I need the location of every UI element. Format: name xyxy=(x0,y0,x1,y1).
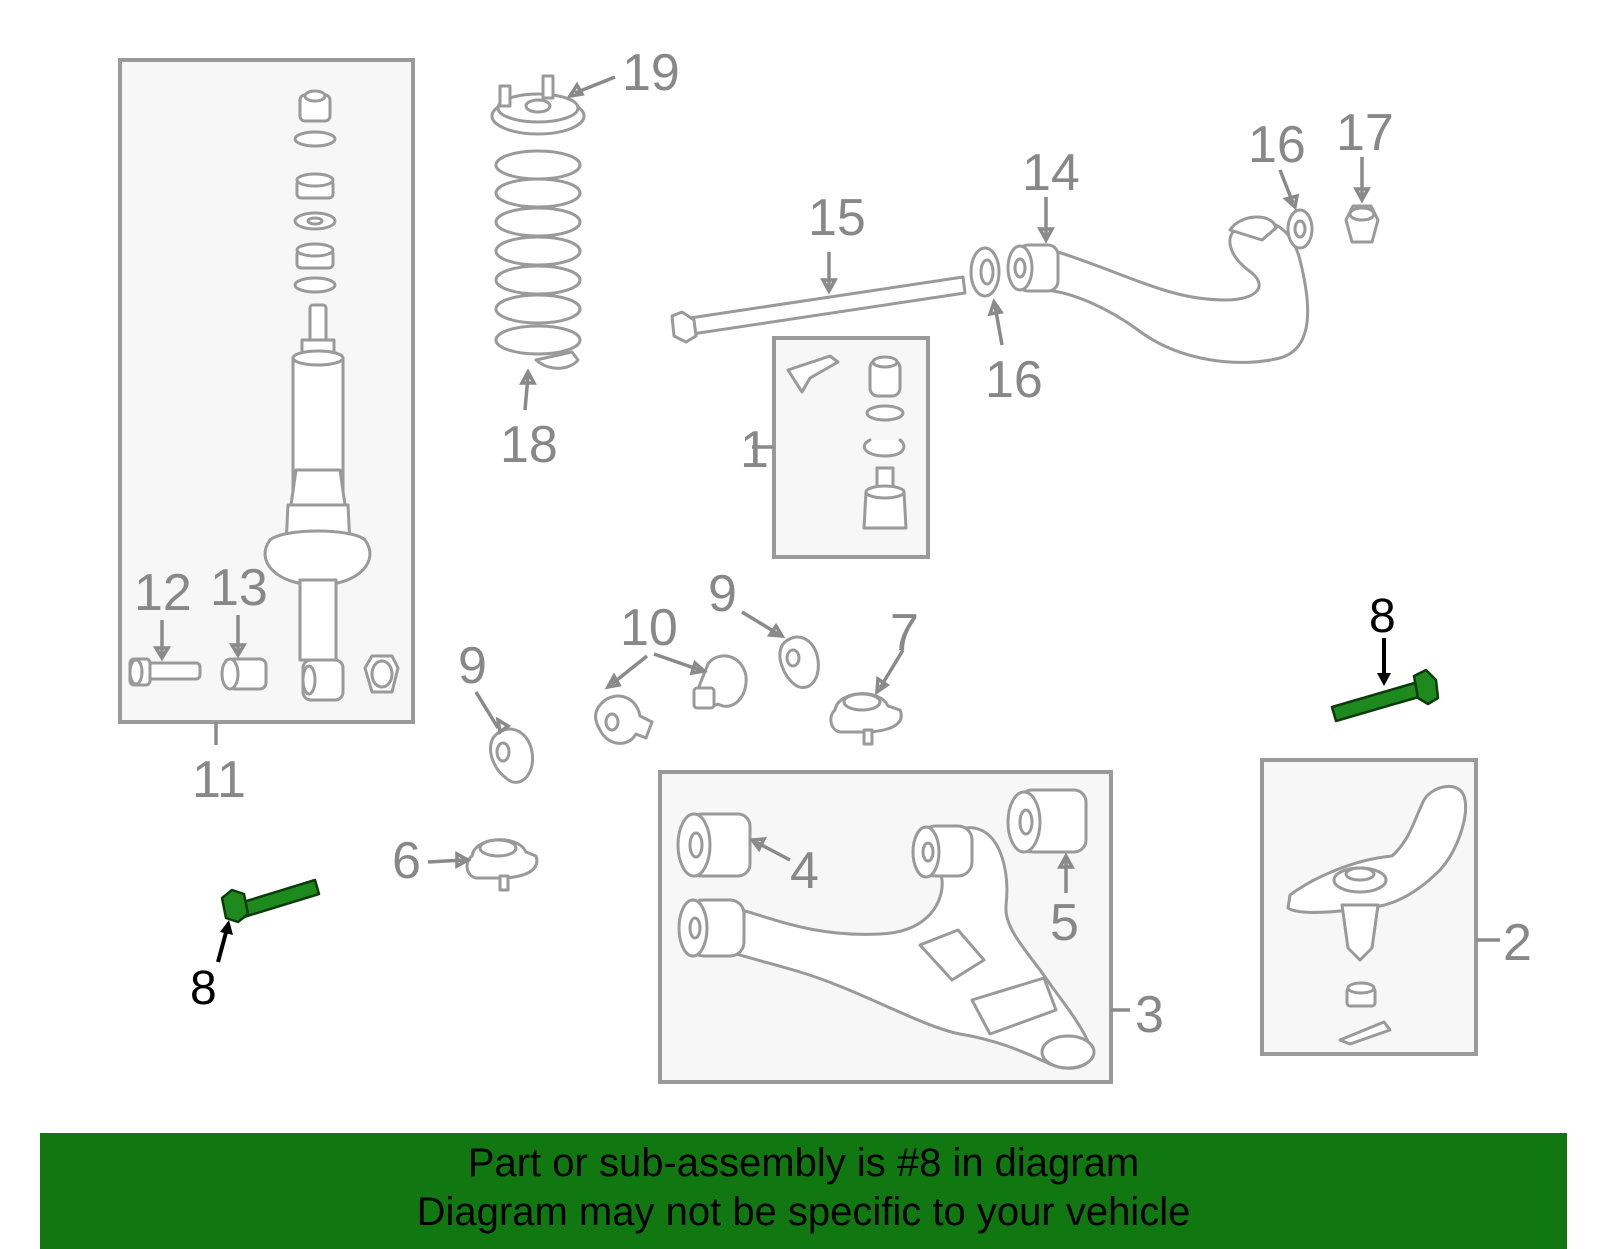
callout-2: 2 xyxy=(1503,914,1532,972)
callout-10: 10 xyxy=(620,599,678,657)
info-banner: Part or sub-assembly is #8 in diagram Di… xyxy=(40,1133,1567,1249)
shock-absorber-group xyxy=(118,58,415,745)
ball-joint-ring xyxy=(865,404,905,422)
coil-spring-group xyxy=(490,74,616,411)
coil-spring-18 xyxy=(494,149,582,370)
spring-mount-19 xyxy=(490,74,586,136)
callout-17: 17 xyxy=(1336,104,1394,162)
bushing-13 xyxy=(220,657,268,691)
callout-16-top: 16 xyxy=(1248,116,1306,174)
bolt-12 xyxy=(128,657,202,687)
callout-7: 7 xyxy=(890,604,919,662)
callout-8-left: 8 xyxy=(190,962,217,1015)
steering-knuckle xyxy=(1286,785,1468,1046)
ball-joint-kit-group xyxy=(752,336,930,559)
banner-line-1: Part or sub-assembly is #8 in diagram xyxy=(467,1141,1140,1185)
callout-13: 13 xyxy=(210,559,268,617)
ball-joint-boot xyxy=(868,355,902,398)
shock-nut xyxy=(363,654,400,694)
shock-top-hardware xyxy=(293,89,337,294)
highlighted-bolt-8-right xyxy=(1330,638,1440,723)
snap-ring xyxy=(862,438,906,458)
callout-9-lower: 9 xyxy=(458,637,487,695)
long-bolt-15 xyxy=(670,252,967,344)
callout-8-right: 8 xyxy=(1369,590,1396,643)
upper-control-arm-14 xyxy=(1006,197,1310,364)
callout-14: 14 xyxy=(1022,144,1080,202)
callout-19: 19 xyxy=(622,44,680,102)
lower-control-arm xyxy=(677,824,1096,1070)
cam-washers-10 xyxy=(594,652,748,745)
washer-16-rear xyxy=(1278,169,1314,250)
knuckle-group xyxy=(1260,758,1500,1056)
cotter-pin xyxy=(786,354,840,394)
leader-18 xyxy=(523,375,530,411)
callout-6: 6 xyxy=(392,832,421,890)
lower-control-arm-group xyxy=(658,770,1130,1084)
leader-9a xyxy=(474,691,500,729)
callout-3: 3 xyxy=(1135,986,1164,1044)
callout-16-bottom: 16 xyxy=(985,351,1043,409)
bushing-5 xyxy=(1006,788,1088,893)
callout-4: 4 xyxy=(790,842,819,900)
banner-line-2: Diagram may not be specific to your vehi… xyxy=(416,1190,1191,1234)
bushing-4 xyxy=(676,812,791,878)
washer-16-front xyxy=(969,246,1004,346)
ball-joint xyxy=(862,466,908,530)
cam-plate-9-upper xyxy=(741,610,820,690)
bump-stop-6 xyxy=(427,838,539,892)
cam-plate-9-lower xyxy=(474,691,535,784)
bump-stop-7 xyxy=(829,649,905,746)
callout-11: 11 xyxy=(192,751,246,809)
highlighted-bolt-8-left xyxy=(216,878,321,963)
callout-5: 5 xyxy=(1050,894,1079,952)
shock-absorber xyxy=(263,303,372,702)
shock-absorber-box xyxy=(118,58,415,724)
callout-9-upper: 9 xyxy=(708,565,737,623)
callout-15: 15 xyxy=(808,189,866,247)
nut-17 xyxy=(1344,157,1380,244)
callout-18: 18 xyxy=(500,416,558,474)
callout-1: 1 xyxy=(740,421,769,479)
callout-12: 12 xyxy=(134,564,192,622)
